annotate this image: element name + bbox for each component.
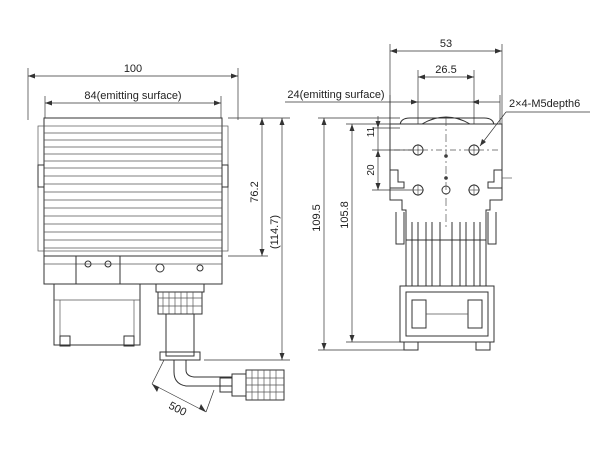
side-fins xyxy=(395,212,497,287)
hole-pitch-label: 20 xyxy=(366,164,377,176)
hole-callout-label: 2×4-M5depth6 xyxy=(509,98,580,110)
dimension-side-height-total: 109.5 xyxy=(311,117,404,351)
front-bracket xyxy=(53,256,141,347)
front-body xyxy=(43,117,223,257)
side-width-label: 53 xyxy=(440,38,452,50)
front-view: 100 84(emitting surface) xyxy=(27,63,290,419)
dimension-body-height: 76.2 xyxy=(228,117,268,257)
offset-small-label: 11 xyxy=(366,126,377,137)
side-emitting-label: 24(emitting surface) xyxy=(287,89,384,101)
side-height-total-label: 109.5 xyxy=(311,204,323,232)
side-body xyxy=(389,118,512,241)
total-height-label: (114.7) xyxy=(269,215,281,249)
dimension-side-half-width: 26.5 xyxy=(417,64,475,124)
front-fins xyxy=(44,132,222,249)
cable-end-connector xyxy=(219,369,285,401)
dimension-side-emitting: 24(emitting surface) xyxy=(285,89,501,124)
dimension-hole-pitch: 20 xyxy=(366,150,412,191)
dimension-side-height-inner: 105.8 xyxy=(339,123,400,343)
front-base xyxy=(43,255,223,285)
dimension-offset-small: 11 xyxy=(366,116,412,151)
side-view: 53 26.5 24(emitting surface) xyxy=(285,38,590,351)
front-emitting-plate xyxy=(37,125,229,252)
dimension-side-width: 53 xyxy=(389,38,503,124)
emitting-width-label: 84(emitting surface) xyxy=(84,90,181,102)
side-half-width-label: 26.5 xyxy=(435,64,456,76)
side-bracket xyxy=(399,285,495,351)
dimension-total-height: (114.7) xyxy=(204,117,290,361)
body-height-label: 76.2 xyxy=(249,181,261,202)
hole-callout: 2×4-M5depth6 xyxy=(479,98,590,147)
dimension-emitting-width: 84(emitting surface) xyxy=(44,90,222,120)
overall-width-label: 100 xyxy=(124,63,142,75)
dimension-overall-width: 100 xyxy=(27,63,239,120)
front-connector xyxy=(155,283,205,361)
cable-length-label: 500 xyxy=(166,400,188,419)
side-height-inner-label: 105.8 xyxy=(339,201,351,229)
